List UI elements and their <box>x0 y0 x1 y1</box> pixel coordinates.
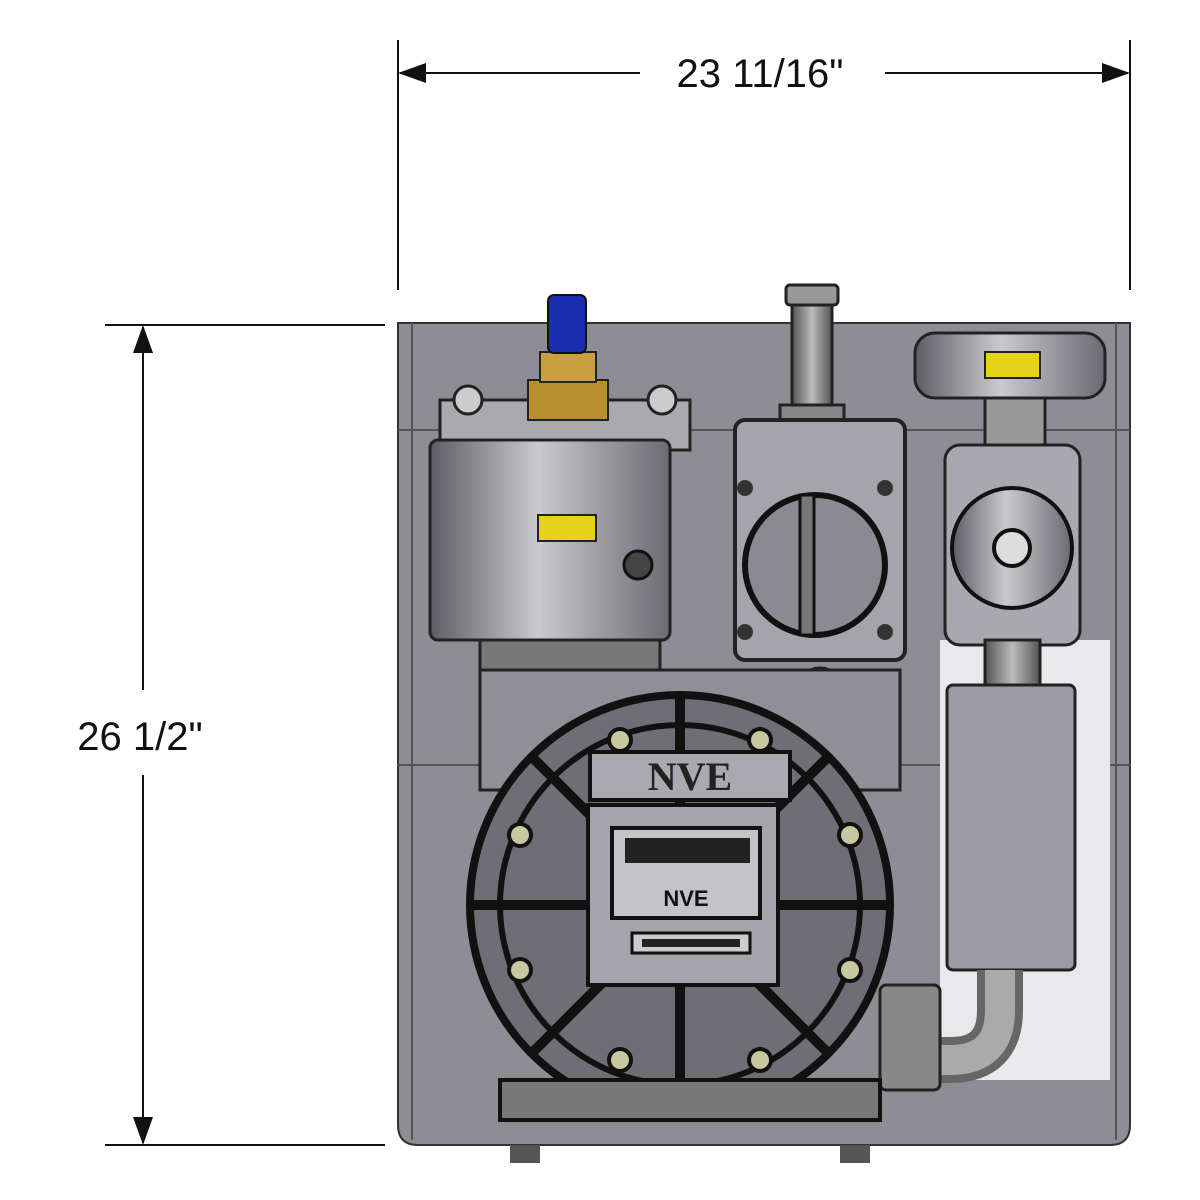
pump-nameplate: NVE NVE <box>586 750 792 987</box>
blue-valve-cap <box>547 294 587 354</box>
valve-housing <box>733 418 907 662</box>
width-dimension: 23 11/16" <box>397 40 1131 290</box>
height-dimension: 26 1/2" <box>77 324 385 1146</box>
relief-valve <box>527 294 609 421</box>
brand-logo: NVE <box>648 754 732 799</box>
warning-label <box>537 514 597 542</box>
separator-tank <box>878 683 1077 1092</box>
rating-label <box>984 351 1041 379</box>
solenoid-motor <box>913 331 1107 692</box>
height-label: 26 1/2" <box>77 715 202 759</box>
width-label: 23 11/16" <box>677 52 844 96</box>
nameplate-brand: NVE <box>663 886 708 911</box>
motor <box>428 384 692 682</box>
